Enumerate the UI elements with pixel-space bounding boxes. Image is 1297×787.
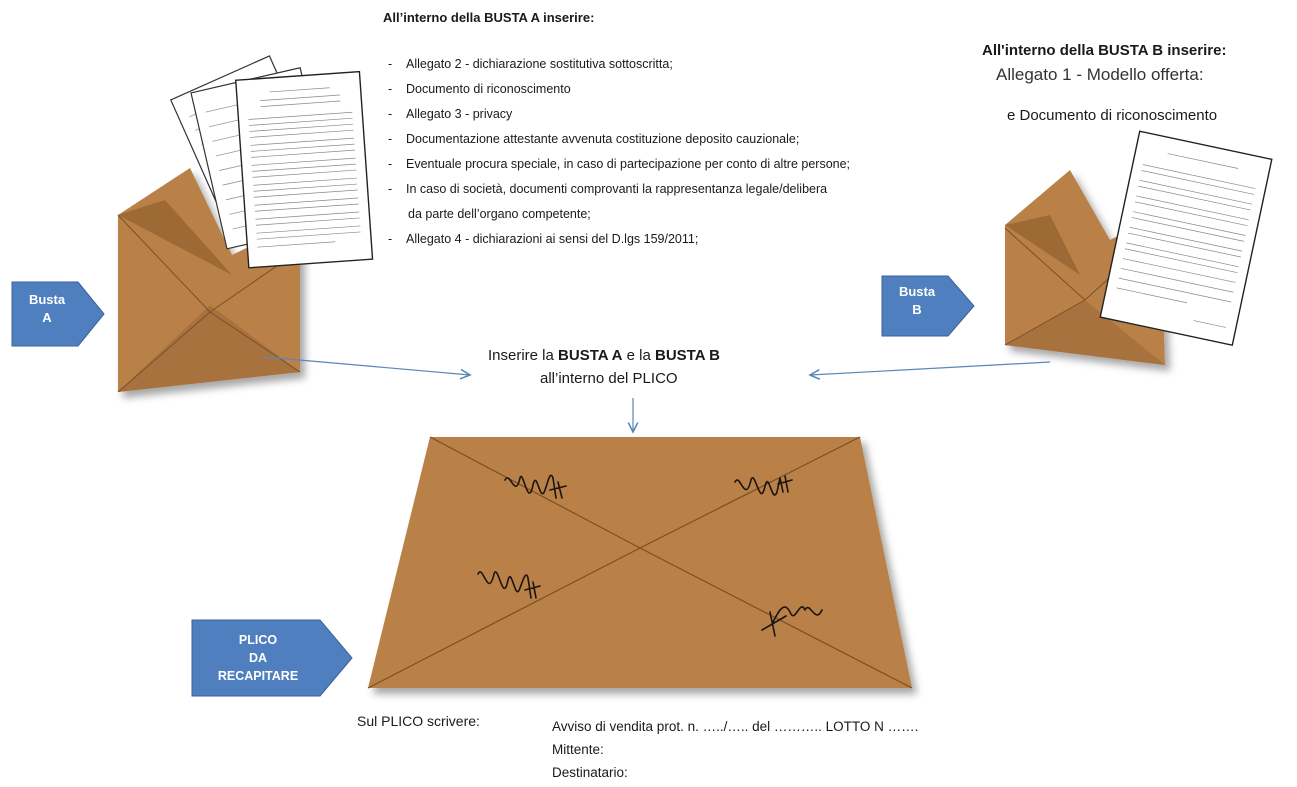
plico-write-label: Sul PLICO scrivere: [357, 713, 480, 729]
busta-a-item: In caso di società, documenti comprovant… [388, 177, 850, 202]
instruction-busta-b: BUSTA B [655, 347, 721, 364]
tag-busta-b-line1: Busta [898, 284, 936, 299]
plico-field-avviso: Avviso di vendita prot. n. …../….. del …… [552, 719, 919, 734]
plico-envelope [367, 436, 913, 689]
tag-busta-b: Busta B [882, 283, 952, 319]
signature-scribbles [477, 474, 823, 637]
tag-plico-line3: RECAPITARE [217, 669, 299, 683]
tag-busta-a-line2: A [42, 310, 52, 325]
tag-busta-a-shape [11, 281, 105, 347]
plico-field-destinatario: Destinatario: [552, 765, 628, 780]
busta-b-heading: All'interno della BUSTA B inserire: [982, 42, 1227, 59]
tag-plico-line2: DA [248, 651, 268, 665]
busta-a-item: Allegato 4 - dichiarazioni ai sensi del … [388, 227, 850, 252]
tag-plico-line1: PLICO [238, 633, 278, 647]
documents-a-icon [169, 55, 374, 269]
flow-arrows [264, 356, 1051, 432]
instruction-busta-a: BUSTA A [558, 347, 623, 364]
busta-a-item: Documentazione attestante avvenuta costi… [388, 127, 850, 152]
tag-busta-a: Busta A [12, 291, 82, 327]
busta-a-item: Allegato 2 - dichiarazione sostitutiva s… [388, 52, 850, 77]
instruction-middle: e la [622, 347, 656, 364]
busta-a-item: Eventuale procura speciale, in caso di p… [388, 152, 850, 177]
tag-plico-shape [191, 619, 353, 697]
busta-a-item-continuation: da parte dell’organo competente; [408, 207, 591, 221]
busta-a-item: Allegato 3 - privacy [388, 102, 850, 127]
tag-busta-a-line1: Busta [28, 292, 66, 307]
busta-b-line1: Allegato 1 - Modello offerta: [996, 65, 1204, 84]
document-b-icon [1099, 130, 1273, 346]
busta-a-heading: All’interno della BUSTA A inserire: [383, 10, 595, 25]
instruction-line2: all’interno del PLICO [540, 370, 678, 387]
plico-field-mittente: Mittente: [552, 742, 604, 757]
instruction-line1: Inserire la BUSTA A e la BUSTA B [488, 347, 720, 364]
envelope-a [117, 168, 301, 393]
busta-a-list: Allegato 2 - dichiarazione sostitutiva s… [388, 52, 850, 252]
busta-a-item: Documento di riconoscimento [388, 77, 850, 102]
instruction-prefix: Inserire la [488, 347, 559, 364]
tag-plico: PLICO DA RECAPITARE [192, 631, 324, 685]
tag-busta-b-shape [881, 275, 975, 337]
tag-busta-b-line2: B [912, 302, 922, 317]
busta-b-line2: e Documento di riconoscimento [1007, 107, 1218, 124]
